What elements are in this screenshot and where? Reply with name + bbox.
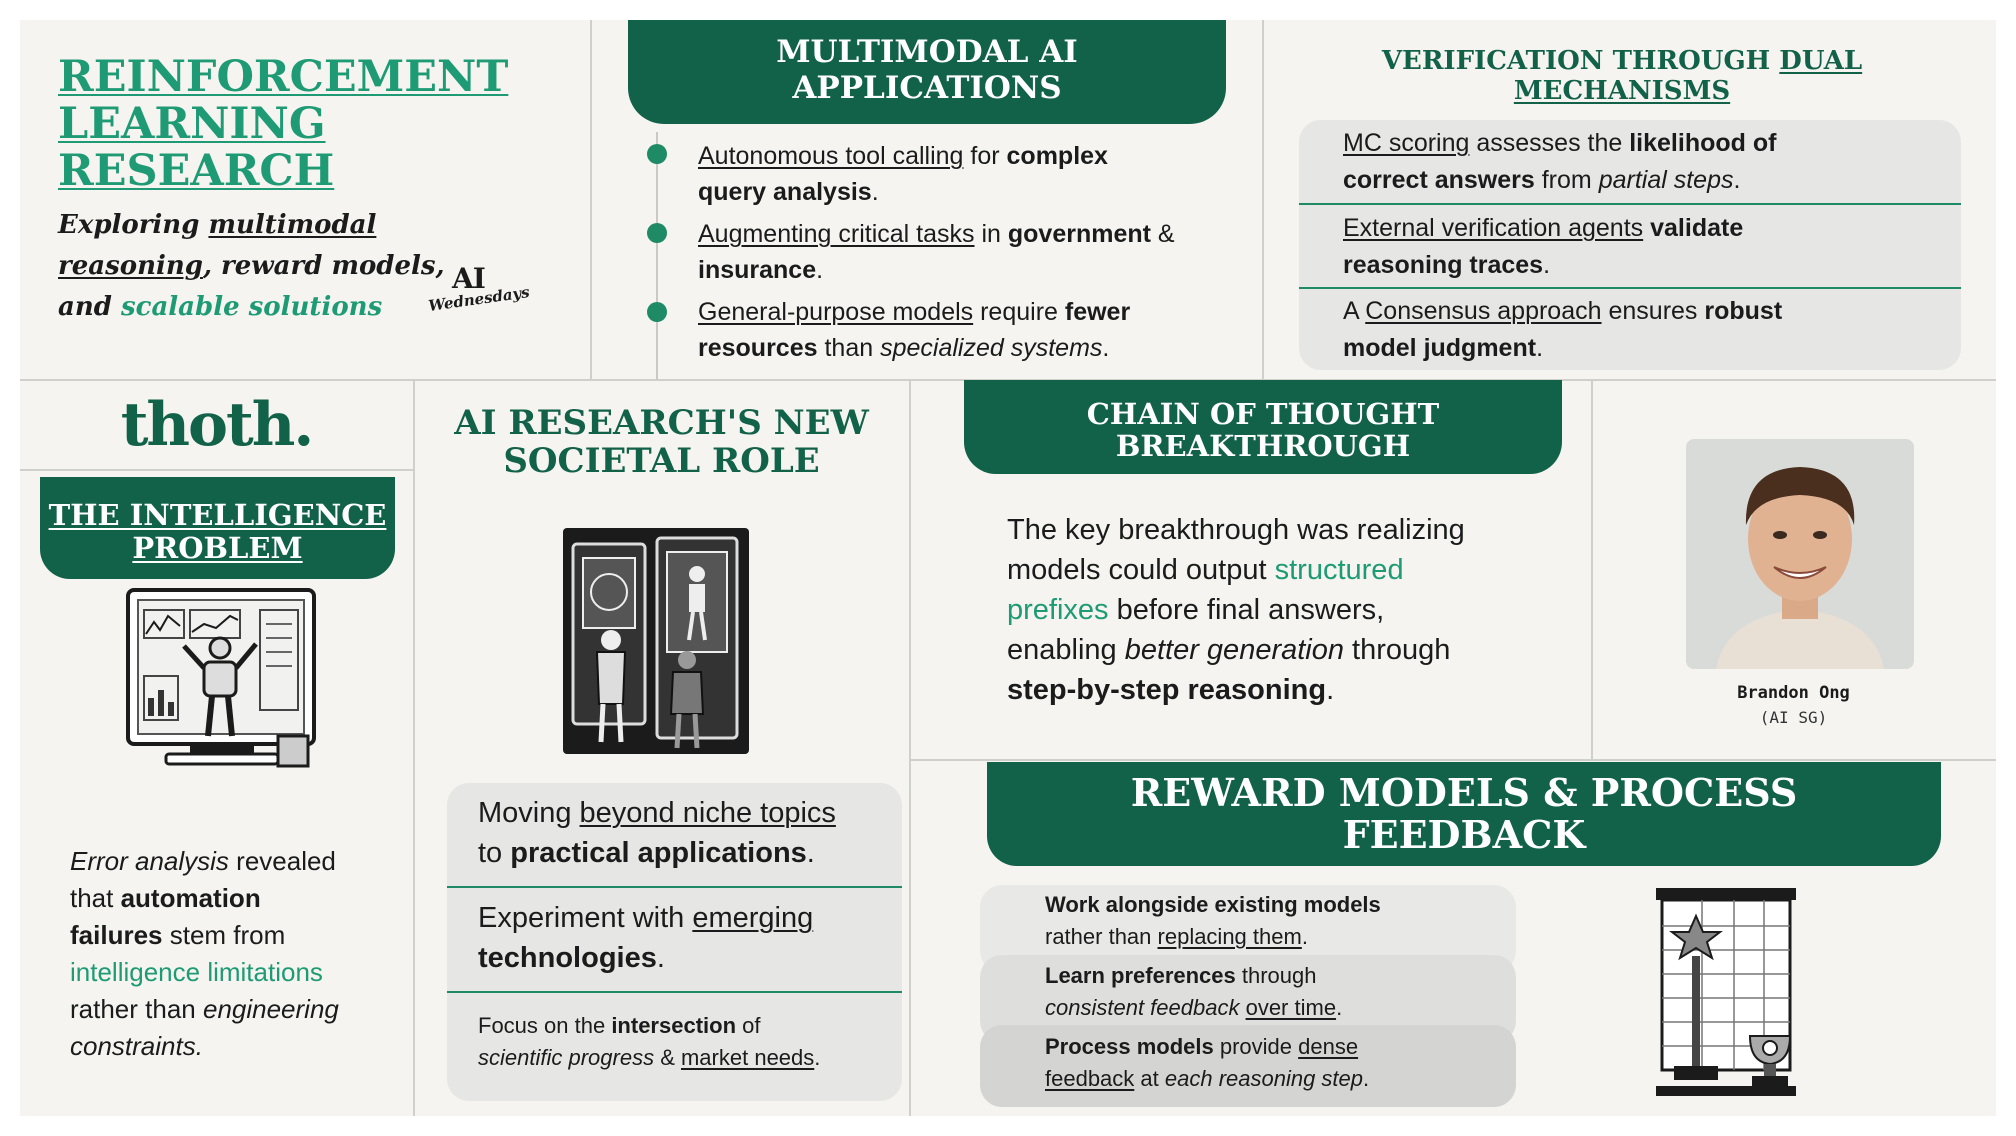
people-robot-screens-illustration [563,528,749,754]
list-item: Work alongside existing models rather th… [1045,892,1381,949]
reward-row-bg [980,1025,1516,1107]
list-item: A Consensus approach ensures robust mode… [1343,297,1783,362]
infographic-canvas: REINFORCEMENT LEARNING RESEARCH Explorin… [20,20,1996,1116]
intelligence-text: Error analysis revealed that automation … [70,846,339,1061]
divider [20,469,413,471]
divider [1591,380,1593,760]
verification-title: VERIFICATION THROUGH DUAL MECHANISMS [1381,46,1863,106]
page-subtitle: Exploring multimodal reasoning, reward m… [58,210,445,322]
list-item: Moving beyond niche topics to practical … [478,797,836,869]
list-item: Process models provide dense feedback at… [1045,1034,1370,1091]
cot-banner: CHAIN OF THOUGHT BREAKTHROUGH [964,380,1562,474]
societal-title: AI RESEARCH'S NEW SOCIETAL ROLE [454,403,869,481]
title-line: REINFORCEMENT [58,52,509,102]
bullet-dot [647,144,667,164]
divider [1299,203,1961,205]
ai-wednesdays-logo-icon: AI Wednesdays [427,262,531,316]
verification-panel [1299,120,1961,370]
intelligence-banner: THE INTELLIGENCE PROBLEM [40,477,395,579]
speaker-name: Brandon Ong [1737,683,1850,703]
list-item: General-purpose models require fewer res… [698,298,1131,362]
page-title: REINFORCEMENT LEARNING RESEARCH [58,54,508,195]
list-item: MC scoring assesses the likelihood of co… [1343,129,1777,194]
title-line: LEARNING [58,99,326,149]
divider [447,886,902,888]
thoth-logo: thoth. [120,390,315,460]
divider [1299,287,1961,289]
speaker-portrait-photo [1686,439,1914,669]
bullet-dot [647,302,667,322]
societal-panel [447,783,902,1101]
cot-text: The key breakthrough was realizing model… [1007,514,1465,706]
reward-banner: REWARD MODELS & PROCESS FEEDBACK [987,762,1941,866]
list-item: External verification agents validate re… [1343,214,1744,279]
bullet-rail [656,132,658,380]
robot-monitor-illustration [126,588,316,768]
divider [447,991,902,993]
divider [909,380,911,1116]
multimodal-banner: MULTIMODAL AI APPLICATIONS [628,20,1226,124]
divider [590,20,592,380]
list-item: Focus on the intersection of scientific … [478,1013,821,1070]
speaker-org: (AI SG) [1759,708,1828,727]
list-item: Autonomous tool calling for complex quer… [698,142,1108,206]
trophy-chart-illustration [1656,888,1796,1096]
title-line: RESEARCH [58,146,335,196]
list-item: Learn preferences through consistent fee… [1045,963,1343,1020]
divider [909,759,1996,761]
list-item: Experiment with emerging technologies. [478,902,814,974]
bullet-dot [647,223,667,243]
divider [413,380,415,1116]
list-item: Augmenting critical tasks in government … [698,220,1175,284]
divider [1262,20,1264,380]
